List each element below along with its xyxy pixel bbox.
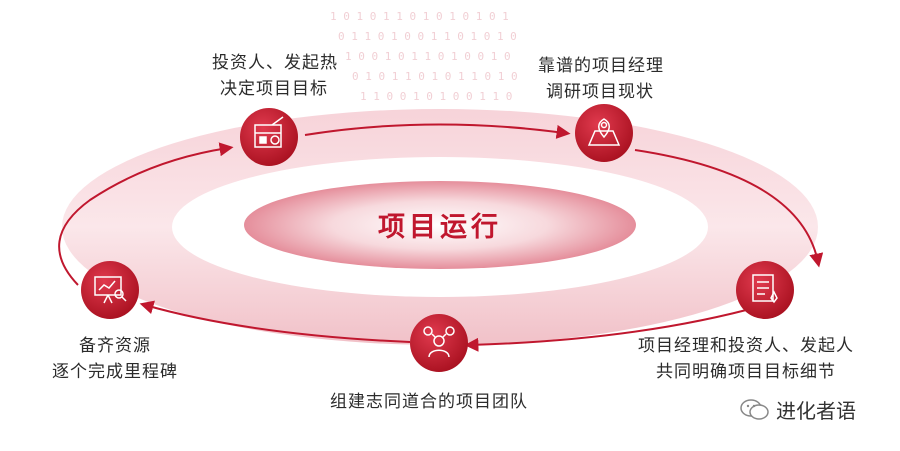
map-pin-icon (587, 118, 621, 146)
step-label-4: 组建志同道合的项目团队 (330, 389, 528, 415)
step-label-5-line2: 逐个完成里程碑 (52, 362, 178, 382)
step-label-3-line1: 项目经理和投资人、发起人 (638, 336, 854, 356)
center-label: 项目运行 (378, 212, 502, 243)
step-label-5-line1: 备齐资源 (79, 336, 151, 356)
step-label-2-line2: 调研项目现状 (546, 82, 654, 102)
presentation-chart-icon (94, 276, 127, 304)
cycle-arrows (58, 123, 824, 352)
step-label-1-line1: 投资人、发起热 (212, 53, 338, 73)
step-node-2 (575, 104, 633, 162)
step-label-2-line1: 靠谱的项目经理 (538, 56, 664, 76)
svg-text:0 1 0 1 1 0 1 0 1 1 0 1 0: 0 1 0 1 1 0 1 0 1 1 0 1 0 (352, 70, 518, 83)
svg-text:1 0 1 0 1 1 0 1 0 1 0 1 0 1: 1 0 1 0 1 1 0 1 0 1 0 1 0 1 (330, 10, 509, 23)
svg-text:1 0 0 1 0 1 1 0 1 0 0 1 0: 1 0 0 1 0 1 1 0 1 0 0 1 0 (345, 50, 511, 63)
svg-text:1 1 0 0 1 0 1 0 0 1 1 0: 1 1 0 0 1 0 1 0 0 1 1 0 (360, 90, 512, 103)
step-node-5 (81, 261, 139, 319)
watermark-text: 进化者语 (776, 399, 856, 423)
step-label-2: 靠谱的项目经理 调研项目现状 (538, 53, 664, 105)
arrow-top (304, 123, 571, 139)
team-icon (423, 326, 455, 358)
step-label-1-line2: 决定项目目标 (220, 79, 328, 99)
step-label-5: 备齐资源 逐个完成里程碑 (52, 333, 178, 385)
step-label-4-line1: 组建志同道合的项目团队 (330, 392, 528, 412)
arrow-left (58, 142, 234, 286)
arrow-bottom-right (464, 304, 766, 352)
step-label-3: 项目经理和投资人、发起人 共同明确项目目标细节 (638, 333, 854, 385)
step-node-4 (410, 314, 468, 372)
step-label-1: 投资人、发起热 决定项目目标 (212, 50, 338, 102)
step-node-3 (736, 261, 794, 319)
blueprint-icon (254, 116, 284, 148)
arrow-bottom-left (139, 300, 411, 343)
step-node-1 (240, 108, 298, 166)
arrow-right (634, 149, 824, 268)
checklist-icon (752, 274, 778, 304)
center-ellipse (244, 181, 636, 269)
wechat-icon (740, 398, 769, 420)
watermark: 进化者语 (740, 395, 856, 424)
svg-text:0 1 1 0 1 0 0 1 1 0 1 0 1 0: 0 1 1 0 1 0 0 1 1 0 1 0 1 0 (338, 30, 517, 43)
step-label-3-line2: 共同明确项目目标细节 (656, 362, 836, 382)
